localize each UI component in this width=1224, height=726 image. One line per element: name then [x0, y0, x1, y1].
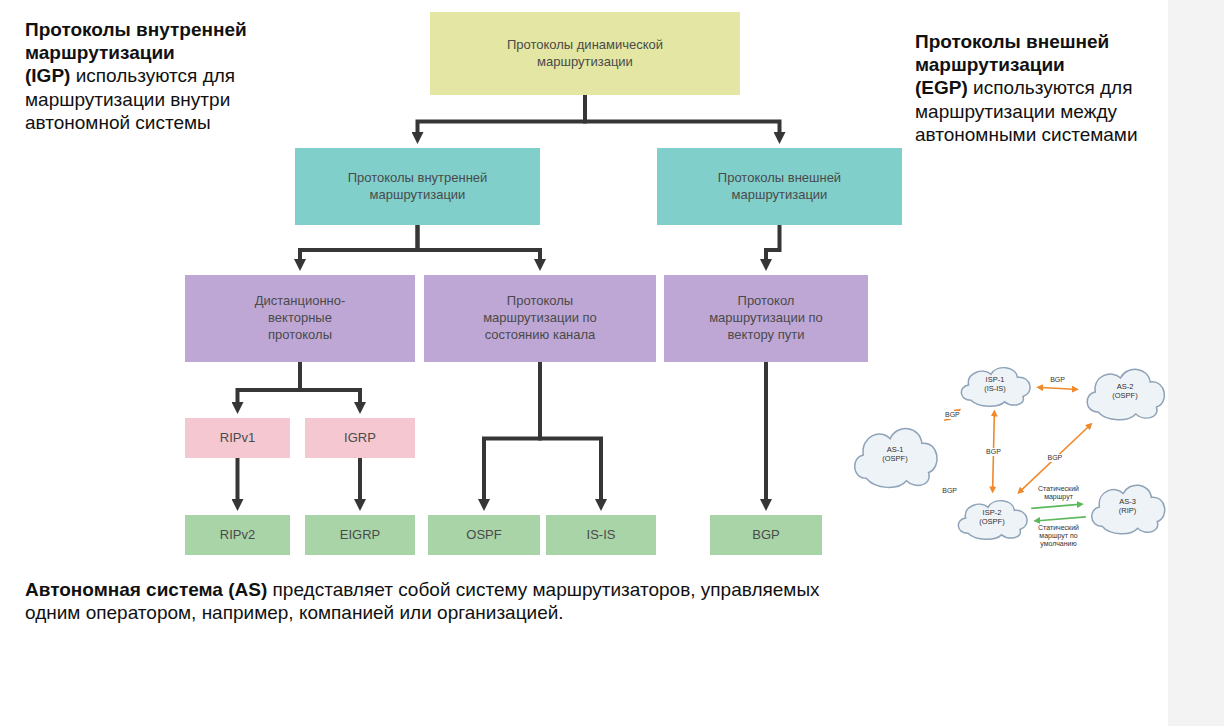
box-label: Протоколы внешней маршрутизации — [695, 170, 865, 204]
cloud-label: AS-1 (OSPF) — [879, 446, 911, 463]
edge-label: BGP — [1049, 376, 1066, 384]
cloud-shape — [958, 501, 1027, 540]
tree-arrow — [418, 225, 541, 263]
edge-label: Статический маршрут по умолчанию — [1032, 524, 1086, 548]
tree-arrow — [540, 362, 601, 503]
protocol-box: Протоколы внешней маршрутизации — [657, 148, 902, 225]
protocol-box: Протоколы маршрутизации по состоянию кан… — [424, 275, 656, 362]
tree-arrow — [766, 225, 780, 263]
box-label: IS-IS — [587, 527, 616, 544]
protocol-box: Протоколы внутренней маршрутизации — [295, 148, 540, 225]
cloud-label: ISP-2 (OSPF) — [976, 509, 1008, 526]
protocol-box: EIGRP — [305, 515, 415, 555]
tree-arrow — [300, 225, 418, 263]
tree-arrow — [300, 362, 360, 406]
tree-arrow — [418, 95, 586, 136]
protocol-box: Протоколы динамической маршрутизации — [430, 12, 740, 95]
box-label: Протокол маршрутизации по вектору пути — [699, 293, 834, 344]
protocol-box: Протокол маршрутизации по вектору пути — [664, 275, 868, 362]
tree-arrow — [585, 95, 780, 136]
box-label: Протоколы внутренней маршрутизации — [333, 170, 503, 204]
cloud-label: AS-2 (OSPF) — [1109, 383, 1141, 400]
box-label: EIGRP — [340, 527, 380, 544]
protocol-box: RIPv1 — [185, 418, 290, 458]
edge-label: BGP — [1046, 454, 1063, 462]
cloud-shape — [1092, 485, 1165, 534]
link-arrow — [1021, 426, 1089, 490]
tree-arrow — [238, 362, 301, 406]
edge-label: BGP — [941, 486, 958, 494]
network-cloud: AS-1 (OSPF) — [847, 420, 943, 490]
protocol-box: IS-IS — [546, 515, 656, 555]
note-block: Протоколы внешней маршрутизации (EGP)исп… — [915, 30, 1150, 146]
cloud-shape — [855, 429, 937, 488]
tree-arrow — [358, 458, 362, 503]
box-label: BGP — [752, 527, 779, 544]
tree-arrow — [484, 362, 540, 503]
box-label: IGRP — [344, 430, 376, 447]
link-arrow — [1031, 504, 1079, 508]
cloud-label: ISP-1 (IS-IS) — [979, 376, 1011, 393]
cloud-shape — [961, 368, 1030, 407]
protocol-box: IGRP — [305, 418, 415, 458]
network-cloud: AS-3 (RIP) — [1085, 478, 1170, 536]
edge-label: BGP — [985, 447, 1002, 455]
link-arrow — [1041, 387, 1074, 389]
cloud-label: AS-3 (RIP) — [1112, 498, 1144, 515]
network-cloud: ISP-2 (OSPF) — [952, 495, 1032, 541]
cloud-shape — [1087, 369, 1164, 419]
note-heading: Автономная система (AS) — [25, 579, 267, 600]
box-label: Дистанционно-векторные протоколы — [240, 293, 360, 344]
edge-label: Статический маршрут — [1032, 485, 1086, 501]
edge-label: BGP — [944, 411, 961, 419]
box-label: RIPv1 — [220, 430, 255, 447]
network-cloud: AS-2 (OSPF) — [1080, 362, 1170, 422]
tree-arrow — [764, 362, 768, 503]
box-label: Протоколы динамической маршрутизации — [485, 37, 685, 71]
protocol-box: OSPF — [428, 515, 540, 555]
note-block: Протоколы внутренней маршрутизации (IGP)… — [25, 18, 270, 134]
note-block: Автономная система (AS)представляет собо… — [25, 578, 825, 624]
box-label: OSPF — [466, 527, 501, 544]
network-cloud: ISP-1 (IS-IS) — [955, 362, 1035, 408]
protocol-box: Дистанционно-векторные протоколы — [185, 275, 415, 362]
tree-arrow — [236, 458, 240, 503]
protocol-box: BGP — [710, 515, 822, 555]
link-arrow — [1038, 517, 1086, 521]
protocol-box: RIPv2 — [185, 515, 290, 555]
side-strip — [1168, 0, 1224, 726]
box-label: Протоколы маршрутизации по состоянию кан… — [465, 293, 615, 344]
box-label: RIPv2 — [220, 527, 255, 544]
